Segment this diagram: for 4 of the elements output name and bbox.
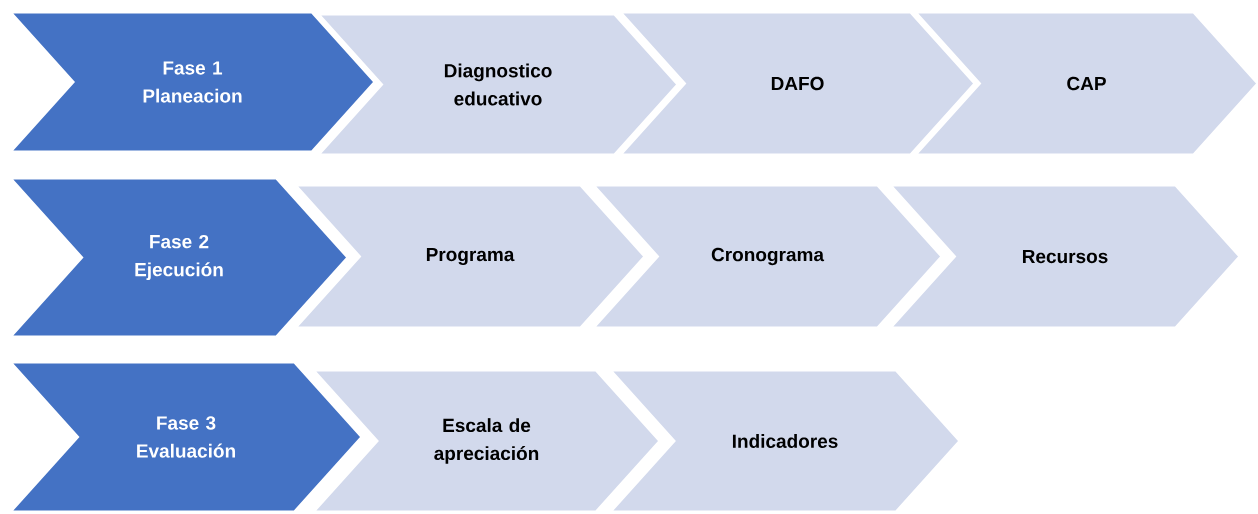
node-label: CAP xyxy=(1067,76,1106,91)
node-label: Recursos xyxy=(1022,249,1108,264)
node-label: Indicadores xyxy=(732,434,838,448)
node-label: Escala de apreciación xyxy=(434,418,539,464)
